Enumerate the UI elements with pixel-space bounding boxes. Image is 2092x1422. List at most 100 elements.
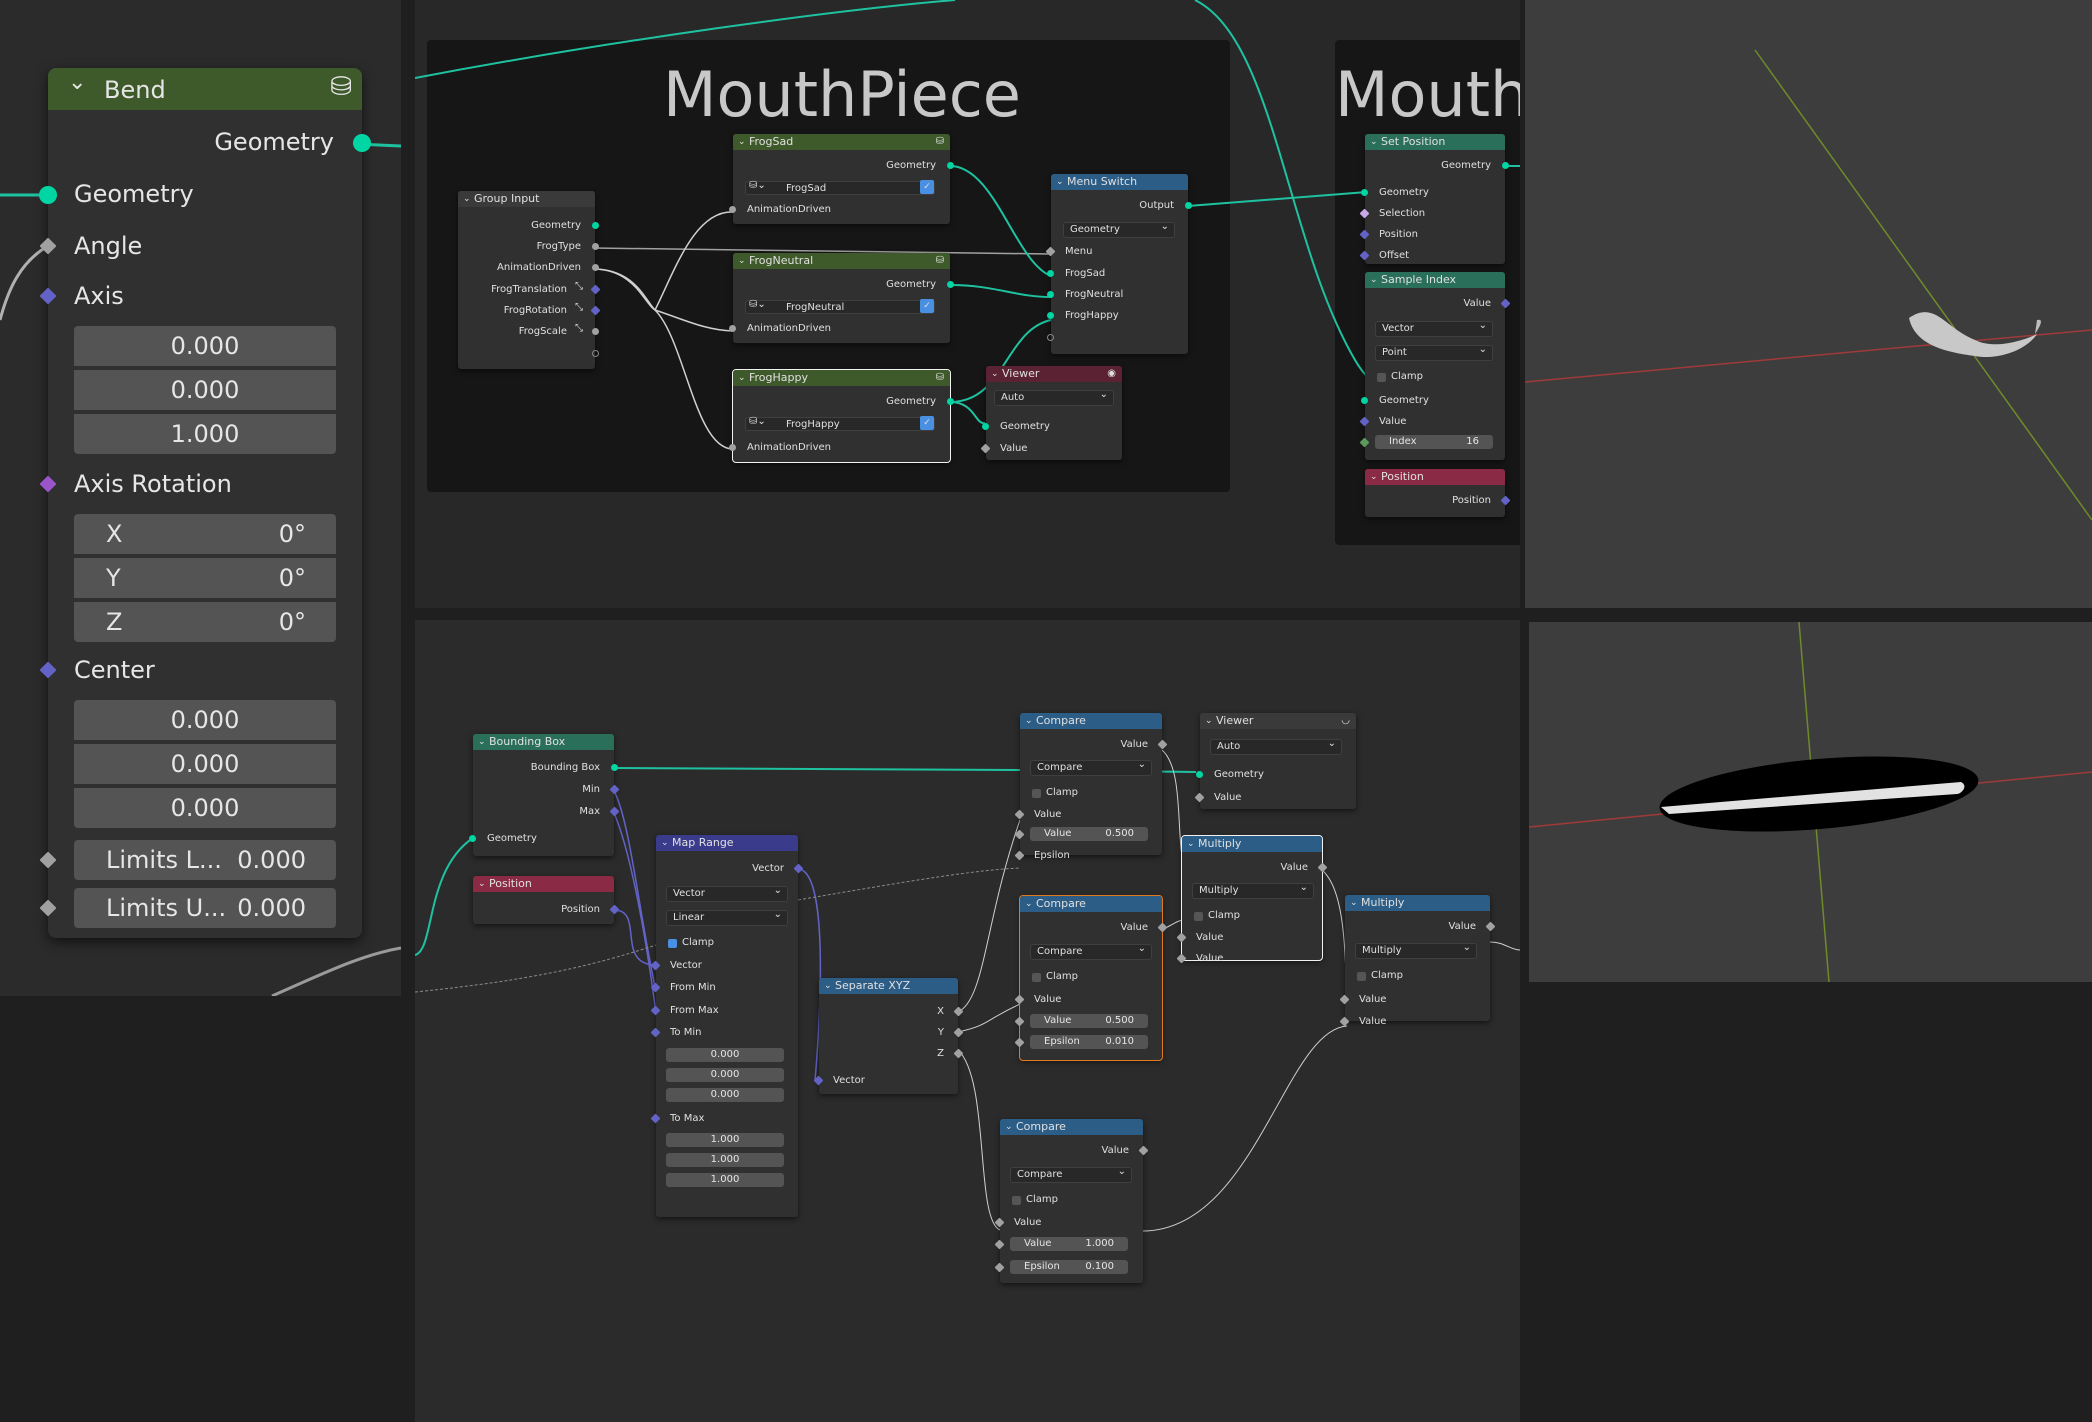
frogsad-header[interactable]: ⌄FrogSad⛁ xyxy=(733,134,950,150)
position-node-top[interactable]: ⌄Position Position xyxy=(1365,469,1511,517)
viewer-bottom-geometry-socket[interactable] xyxy=(1196,771,1203,778)
froghappy-header[interactable]: ⌄FrogHappy⛁ xyxy=(733,370,950,386)
map-range-to-min-y[interactable]: 0.000 xyxy=(666,1068,784,1082)
map-range-interp-dropdown[interactable]: Linear xyxy=(666,908,788,926)
top-node-editor[interactable]: MouthPiece MouthLo ⌄Group Input Geometry… xyxy=(415,0,1520,608)
multiply-node-2[interactable]: ⌄Multiply Value Multiply Clamp Value Val… xyxy=(1339,895,1496,1027)
collapse-chevron-icon[interactable]: ⌄ xyxy=(1370,137,1378,147)
sample-index-type-dropdown[interactable]: Vector xyxy=(1375,319,1493,337)
map-range-clamp-checkbox[interactable] xyxy=(668,939,677,948)
frogsad-node[interactable]: ⌄FrogSad⛁ Geometry FrogSad ⛁⌄ ✓ Animatio… xyxy=(729,134,954,224)
menu-switch-frogneutral-socket[interactable] xyxy=(1047,291,1054,298)
input-geometry-socket[interactable] xyxy=(39,186,57,204)
fake-user-shield-icon[interactable]: ✓ xyxy=(920,180,934,194)
map-range-to-max-x[interactable]: 1.000 xyxy=(666,1133,784,1147)
rot-y-field[interactable]: Y 0° xyxy=(74,558,336,598)
rot-x-field[interactable]: X 0° xyxy=(74,514,336,554)
frogsad-animationdriven-socket[interactable] xyxy=(729,206,736,213)
axis-y-field[interactable]: 0.000 xyxy=(74,370,336,410)
map-range-node[interactable]: ⌄Map Range Vector Vector Linear Clamp Ve… xyxy=(650,835,804,1217)
center-z-field[interactable]: 0.000 xyxy=(74,788,336,828)
compare-1-header[interactable]: ⌄Compare xyxy=(1020,713,1162,729)
viewer-top-geometry-socket[interactable] xyxy=(982,423,989,430)
eye-closed-icon[interactable]: ◡ xyxy=(1341,715,1350,726)
frogneutral-animationdriven-socket[interactable] xyxy=(729,325,736,332)
set-position-out-socket[interactable] xyxy=(1502,162,1509,169)
collapse-chevron-icon[interactable]: ⌄ xyxy=(1370,275,1378,285)
rot-z-field[interactable]: Z 0° xyxy=(74,602,336,642)
collapse-chevron-icon[interactable]: ⌄ xyxy=(1025,716,1033,726)
compare-3-clamp-checkbox[interactable] xyxy=(1012,1196,1021,1205)
compare-node-1[interactable]: ⌄Compare Value Compare Clamp Value Value… xyxy=(1014,713,1168,861)
fake-user-shield-icon[interactable]: ✓ xyxy=(920,299,934,313)
menu-switch-froghappy-socket[interactable] xyxy=(1047,312,1054,319)
bottom-node-editor[interactable]: ⌄Bounding Box Bounding Box Min Max Geome… xyxy=(415,620,1520,1422)
multiply-2-header[interactable]: ⌄Multiply xyxy=(1345,895,1490,911)
group-input-header[interactable]: ⌄Group Input xyxy=(458,191,595,207)
viewport-bottom[interactable] xyxy=(1529,622,2092,982)
compare-node-2[interactable]: ⌄Compare Value Compare Clamp Value Value… xyxy=(1014,895,1168,1061)
menu-switch-type-dropdown[interactable]: Geometry xyxy=(1063,220,1175,238)
frogsad-datablock[interactable]: FrogSad xyxy=(745,179,935,195)
collapse-chevron-icon[interactable]: ⌄ xyxy=(478,879,486,889)
multiply-2-clamp-checkbox[interactable] xyxy=(1357,972,1366,981)
eye-icon[interactable]: ◉ xyxy=(1107,368,1116,379)
viewer-node-bottom[interactable]: ⌄Viewer◡ Auto Geometry Value xyxy=(1194,713,1356,809)
froghappy-animationdriven-socket[interactable] xyxy=(729,444,736,451)
limits-lower-field[interactable]: Limits L... 0.000 xyxy=(74,840,336,880)
sample-index-header[interactable]: ⌄Sample Index xyxy=(1365,272,1505,288)
compare-1-op-dropdown[interactable]: Compare xyxy=(1030,758,1152,776)
collapse-chevron-icon[interactable]: ⌄ xyxy=(1005,1122,1013,1132)
multiply-node-1[interactable]: ⌄Multiply Value Multiply Clamp Value Val… xyxy=(1176,835,1328,964)
axis-x-field[interactable]: 0.000 xyxy=(74,326,336,366)
fake-user-shield-icon[interactable]: ✓ xyxy=(920,416,934,430)
set-position-node[interactable]: ⌄Set Position Geometry Geometry Selectio… xyxy=(1359,134,1509,264)
viewport-top[interactable] xyxy=(1525,0,2092,608)
collapse-chevron-icon[interactable]: ⌄ xyxy=(1056,177,1064,187)
multiply-2-op-dropdown[interactable]: Multiply xyxy=(1355,941,1477,959)
gi-frogtype-socket[interactable] xyxy=(592,243,599,250)
menu-switch-empty-socket[interactable] xyxy=(1047,334,1054,341)
node-group-icon[interactable]: ⛁ xyxy=(935,255,944,266)
frogneutral-node[interactable]: ⌄FrogNeutral⛁ Geometry FrogNeutral ⛁⌄ ✓ … xyxy=(729,253,954,343)
multiply-1-header[interactable]: ⌄Multiply xyxy=(1182,836,1322,852)
position-bottom-header[interactable]: ⌄Position xyxy=(473,876,614,892)
frogneutral-datablock[interactable]: FrogNeutral xyxy=(745,298,935,314)
multiply-1-op-dropdown[interactable]: Multiply xyxy=(1192,881,1314,899)
froghappy-geometry-socket[interactable] xyxy=(947,398,954,405)
node-group-icon[interactable]: ⛁ xyxy=(935,372,944,383)
compare-3-op-dropdown[interactable]: Compare xyxy=(1010,1165,1132,1183)
menu-switch-frogsad-socket[interactable] xyxy=(1047,270,1054,277)
position-node-bottom[interactable]: ⌄Position Position xyxy=(473,876,620,924)
output-geometry-socket[interactable] xyxy=(353,134,371,152)
map-range-type-dropdown[interactable]: Vector xyxy=(666,884,788,902)
gi-geometry-socket[interactable] xyxy=(592,222,599,229)
set-position-header[interactable]: ⌄Set Position xyxy=(1365,134,1505,150)
compare-1-clamp-checkbox[interactable] xyxy=(1032,789,1041,798)
bend-node[interactable]: ⌄ Bend ⛁ Geometry Geometry Angle Axis 0.… xyxy=(39,68,371,938)
bounding-box-geometry-socket[interactable] xyxy=(469,835,476,842)
map-range-to-min-x[interactable]: 0.000 xyxy=(666,1048,784,1062)
center-x-field[interactable]: 0.000 xyxy=(74,700,336,740)
collapse-chevron-icon[interactable]: ⌄ xyxy=(478,737,486,747)
collapse-chevron-icon[interactable]: ⌄ xyxy=(661,838,669,848)
bounding-box-bb-socket[interactable] xyxy=(611,764,618,771)
collapse-chevron-icon[interactable]: ⌄ xyxy=(1350,898,1358,908)
sample-index-clamp-checkbox[interactable] xyxy=(1377,373,1386,382)
center-y-field[interactable]: 0.000 xyxy=(74,744,336,784)
bounding-box-node[interactable]: ⌄Bounding Box Bounding Box Min Max Geome… xyxy=(469,734,620,856)
sample-index-domain-dropdown[interactable]: Point xyxy=(1375,343,1493,361)
viewer-node-top[interactable]: ⌄Viewer◉ Auto Geometry Value xyxy=(980,366,1122,460)
collapse-chevron-icon[interactable]: ⌄ xyxy=(991,369,999,379)
separate-xyz-header[interactable]: ⌄Separate XYZ xyxy=(819,978,958,994)
collapse-chevron-icon[interactable]: ⌄ xyxy=(1025,899,1033,909)
viewer-bottom-header[interactable]: ⌄Viewer◡ xyxy=(1200,713,1356,729)
collapse-chevron-icon[interactable]: ⌄ xyxy=(463,194,471,204)
gi-animationdriven-socket[interactable] xyxy=(592,264,599,271)
position-top-header[interactable]: ⌄Position xyxy=(1365,469,1505,485)
froghappy-datablock[interactable]: FrogHappy xyxy=(745,415,935,431)
viewer-bottom-mode-dropdown[interactable]: Auto xyxy=(1210,737,1342,755)
compare-2-value-field[interactable]: Value 0.500 xyxy=(1030,1014,1148,1028)
sample-index-node[interactable]: ⌄Sample Index Value Vector Point Clamp G… xyxy=(1359,272,1511,460)
compare-node-3[interactable]: ⌄Compare Value Compare Clamp Value Value… xyxy=(994,1119,1149,1283)
